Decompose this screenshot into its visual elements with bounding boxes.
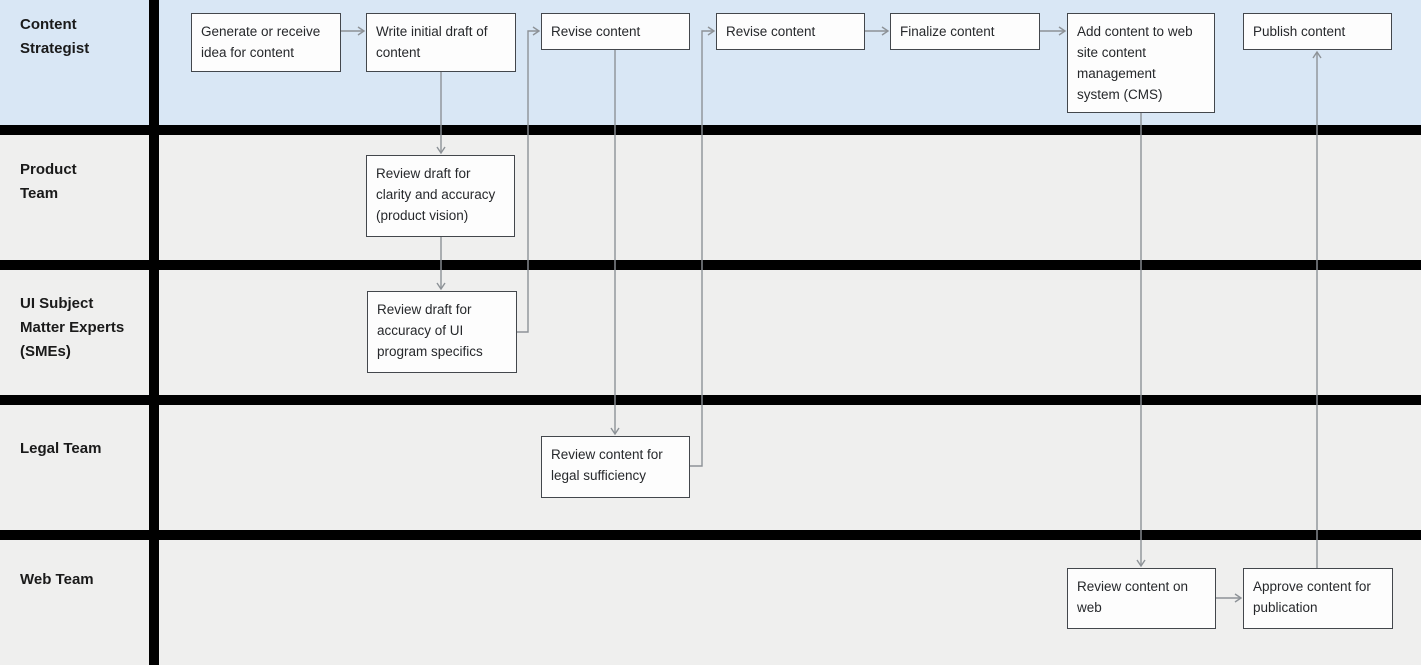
lane-product-team	[0, 135, 1421, 260]
node-review-web: Review content on web	[1067, 568, 1216, 629]
node-review-clarity: Review draft for clarity and accuracy (p…	[366, 155, 515, 237]
node-review-legal: Review content for legal sufficiency	[541, 436, 690, 498]
lane-label-ui-smes: UI Subject Matter Experts (SMEs)	[20, 295, 125, 360]
node-write-draft: Write initial draft of content	[366, 13, 516, 72]
lane-label-product-team: Product Team	[20, 161, 77, 202]
node-approve: Approve content for publication	[1243, 568, 1393, 629]
node-revise-2: Revise content	[716, 13, 865, 50]
lane-ui-smes	[0, 270, 1421, 395]
lane-label-legal-team: Legal Team	[20, 440, 102, 457]
lane-label-content-strategist: Content Strategist	[20, 16, 90, 57]
node-add-cms: Add content to web site content manageme…	[1067, 13, 1215, 113]
node-review-ui: Review draft for accuracy of UI program …	[367, 291, 517, 373]
lane-legal-team	[0, 405, 1421, 530]
lane-label-web-team: Web Team	[20, 571, 94, 588]
node-generate-idea: Generate or receive idea for content	[191, 13, 341, 72]
node-finalize: Finalize content	[890, 13, 1040, 50]
lane-header-divider	[149, 0, 159, 665]
node-publish: Publish content	[1243, 13, 1392, 50]
node-revise-1: Revise content	[541, 13, 690, 50]
